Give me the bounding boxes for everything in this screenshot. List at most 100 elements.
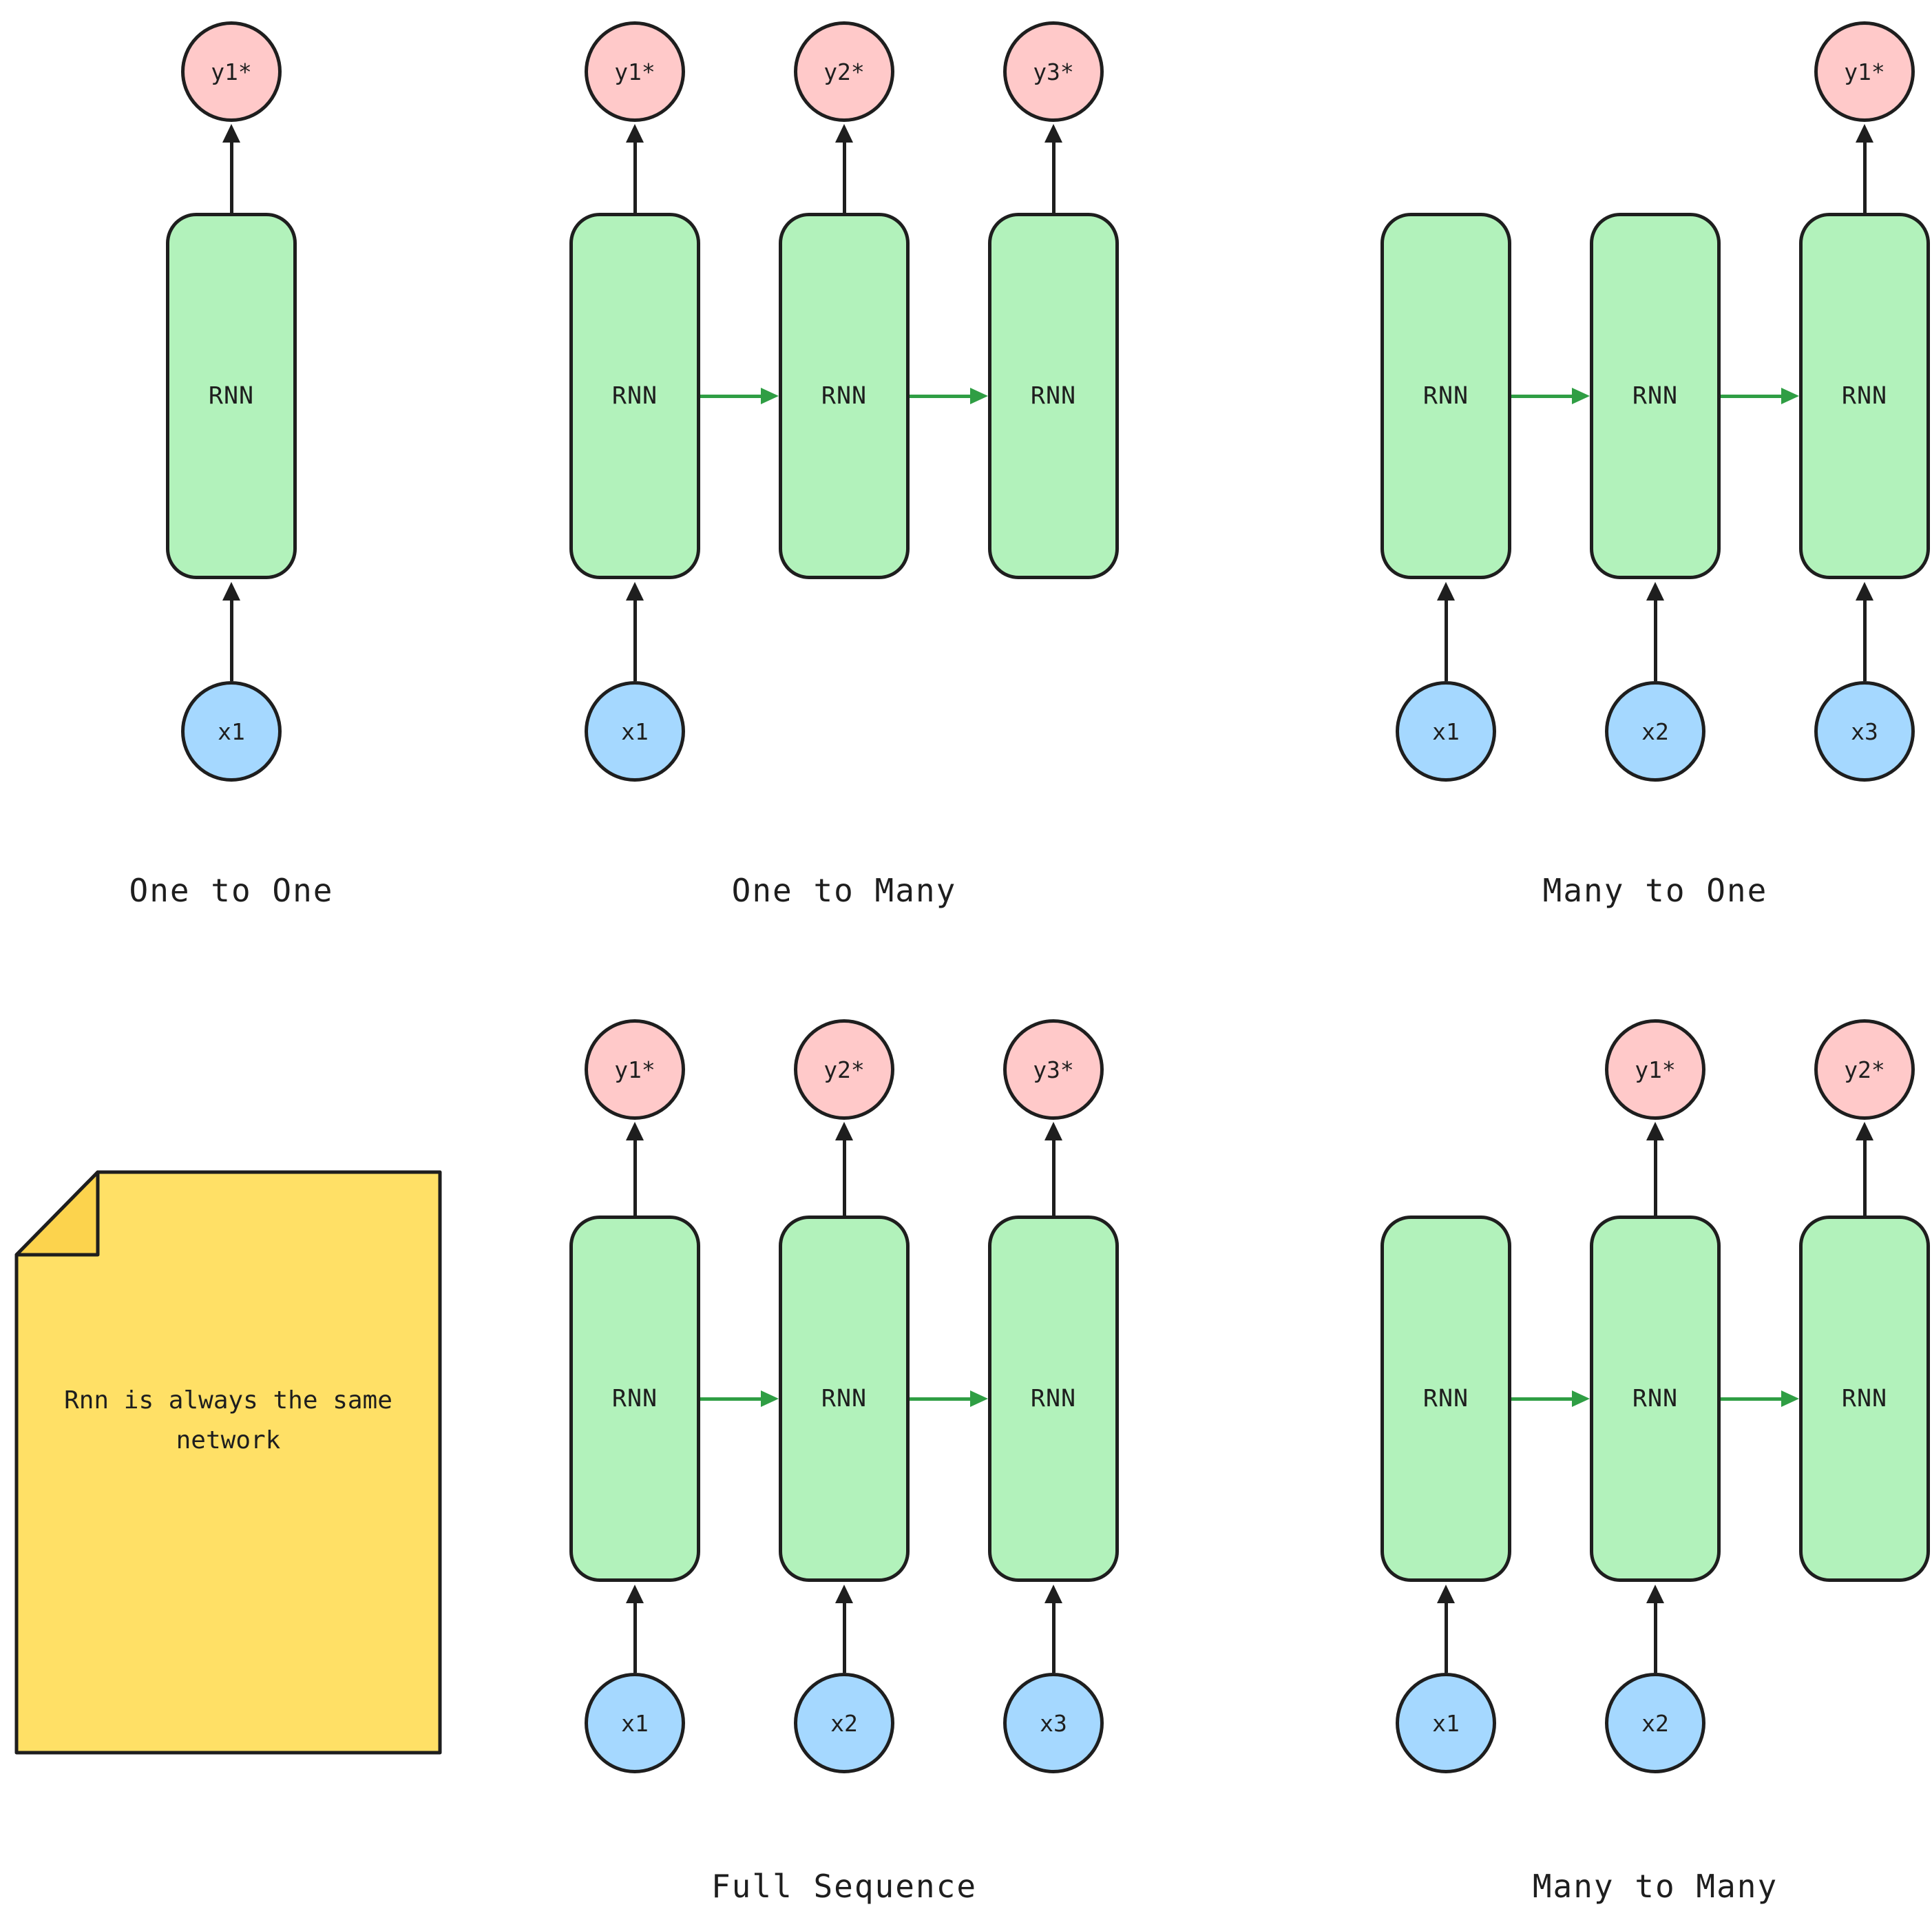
flow-arrow-x2-to-rnn xyxy=(1646,582,1664,681)
rnn-block: RNN xyxy=(569,213,700,579)
arrow-head-icon xyxy=(1572,388,1590,404)
arrow-head-icon xyxy=(1856,582,1873,601)
flow-arrow-rnn-to-y1 xyxy=(626,124,644,213)
arrow-head-icon xyxy=(1437,1585,1455,1603)
note-body xyxy=(14,1170,442,1755)
arrow-shaft xyxy=(1051,1602,1056,1673)
rnn-block-label: RNN xyxy=(1030,1385,1077,1412)
rnn-block-label: RNN xyxy=(821,382,868,410)
sticky-note-shape xyxy=(14,1170,442,1755)
output-node-label: y2* xyxy=(823,58,865,85)
output-node-label: y1* xyxy=(1635,1056,1676,1083)
flow-arrow-rnn-to-y1 xyxy=(626,1122,644,1216)
arrow-head-icon xyxy=(626,124,644,143)
arrow-shaft xyxy=(1511,1397,1573,1401)
arrow-head-icon xyxy=(970,1390,988,1407)
recurrent-arrow xyxy=(1721,1390,1799,1407)
flow-arrow-x1-to-rnn xyxy=(1437,582,1455,681)
arrow-head-icon xyxy=(626,582,644,601)
arrow-head-icon xyxy=(835,124,853,143)
rnn-block-label: RNN xyxy=(1422,1385,1469,1412)
output-node-label: y1* xyxy=(614,1056,655,1083)
rnn-block: RNN xyxy=(1380,213,1511,579)
arrow-head-icon xyxy=(626,1122,644,1140)
arrow-head-icon xyxy=(1646,582,1664,601)
recurrent-arrow xyxy=(1511,388,1590,404)
arrow-head-icon xyxy=(1856,124,1873,143)
rnn-block: RNN xyxy=(1590,1216,1721,1582)
panel-caption: Full Sequence xyxy=(711,1868,978,1905)
arrow-shaft xyxy=(1653,1602,1657,1673)
input-node-x1: x1 xyxy=(1396,681,1496,782)
output-node-y2: y2* xyxy=(794,21,894,122)
flow-arrow-x3-to-rnn xyxy=(1044,1585,1062,1673)
input-node-label: x2 xyxy=(830,1709,858,1737)
input-node-x3: x3 xyxy=(1003,1673,1104,1773)
flow-arrow-rnn-to-y3 xyxy=(1044,1122,1062,1216)
rnn-block: RNN xyxy=(988,213,1119,579)
flow-arrow-rnn-to-y1 xyxy=(1856,124,1873,213)
output-node-y1: y1* xyxy=(585,21,685,122)
arrow-head-icon xyxy=(1781,1390,1799,1407)
arrow-shaft xyxy=(1444,599,1448,681)
rnn-block: RNN xyxy=(1380,1216,1511,1582)
rnn-block: RNN xyxy=(779,1216,910,1582)
arrow-shaft xyxy=(1862,141,1867,213)
flow-arrow-x2-to-rnn xyxy=(1646,1585,1664,1673)
rnn-block-label: RNN xyxy=(1841,382,1888,410)
arrow-shaft xyxy=(842,1139,846,1216)
rnn-block-label: RNN xyxy=(1632,1385,1679,1412)
arrow-head-icon xyxy=(761,388,779,404)
arrow-shaft xyxy=(229,599,233,681)
rnn-block-label: RNN xyxy=(1030,382,1077,410)
arrow-head-icon xyxy=(1781,388,1799,404)
arrow-shaft xyxy=(633,1139,637,1216)
input-node-x1: x1 xyxy=(585,681,685,782)
input-node-label: x3 xyxy=(1851,718,1878,745)
rnn-block-label: RNN xyxy=(611,1385,658,1412)
arrow-head-icon xyxy=(761,1390,779,1407)
arrow-head-icon xyxy=(1646,1122,1664,1140)
output-node-label: y1* xyxy=(614,58,655,85)
arrow-shaft xyxy=(633,141,637,213)
recurrent-arrow xyxy=(1721,388,1799,404)
arrow-shaft xyxy=(1653,1139,1657,1216)
rnn-block: RNN xyxy=(166,213,297,579)
rnn-block: RNN xyxy=(569,1216,700,1582)
rnn-block-label: RNN xyxy=(821,1385,868,1412)
arrow-shaft xyxy=(633,1602,637,1673)
flow-arrow-rnn-to-y2 xyxy=(835,124,853,213)
panel-caption: Many to Many xyxy=(1532,1868,1778,1905)
arrow-shaft xyxy=(842,141,846,213)
rnn-block-label: RNN xyxy=(208,382,255,410)
rnn-block-label: RNN xyxy=(1632,382,1679,410)
arrow-head-icon xyxy=(1646,1585,1664,1603)
output-node-y3: y3* xyxy=(1003,21,1104,122)
arrow-head-icon xyxy=(1044,1122,1062,1140)
arrow-head-icon xyxy=(835,1122,853,1140)
flow-arrow-rnn-to-y2 xyxy=(1856,1122,1873,1216)
output-node-y2: y2* xyxy=(1814,1019,1915,1120)
rnn-block: RNN xyxy=(779,213,910,579)
flow-arrow-rnn-to-y2 xyxy=(835,1122,853,1216)
rnn-block-label: RNN xyxy=(1841,1385,1888,1412)
input-node-label: x1 xyxy=(621,718,649,745)
flow-arrow-x1-to-rnn xyxy=(1437,1585,1455,1673)
output-node-y3: y3* xyxy=(1003,1019,1104,1120)
output-node-label: y2* xyxy=(1844,1056,1885,1083)
output-node-label: y2* xyxy=(823,1056,865,1083)
arrow-head-icon xyxy=(1437,582,1455,601)
flow-arrow-x3-to-rnn xyxy=(1856,582,1873,681)
input-node-x1: x1 xyxy=(585,1673,685,1773)
output-node-y1: y1* xyxy=(181,21,282,122)
arrow-shaft xyxy=(910,394,972,398)
output-node-label: y3* xyxy=(1033,1056,1074,1083)
flow-arrow-rnn-to-y1 xyxy=(222,124,240,213)
arrow-shaft xyxy=(1511,394,1573,398)
arrow-head-icon xyxy=(626,1585,644,1603)
arrow-head-icon xyxy=(1044,1585,1062,1603)
flow-arrow-rnn-to-y3 xyxy=(1044,124,1062,213)
rnn-block: RNN xyxy=(988,1216,1119,1582)
input-node-x3: x3 xyxy=(1814,681,1915,782)
